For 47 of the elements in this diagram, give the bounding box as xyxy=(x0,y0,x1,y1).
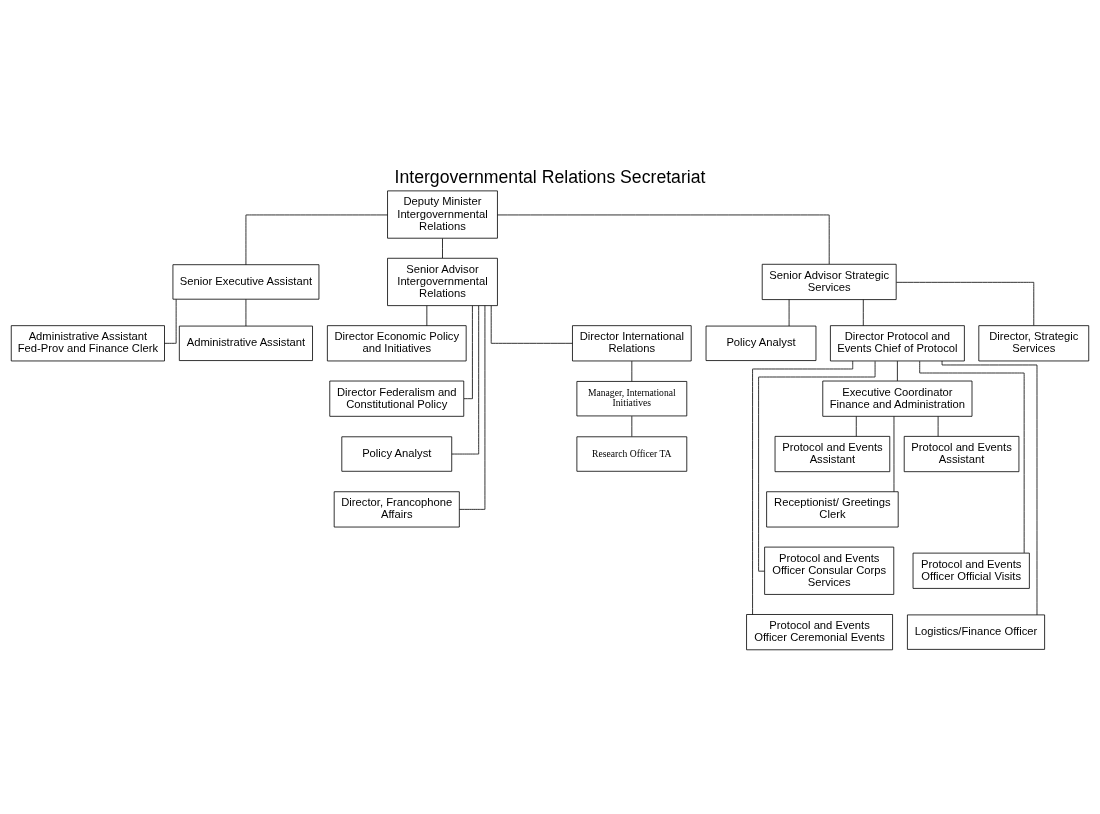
node-box: Protocol and Events Assistant xyxy=(903,435,1020,472)
connector xyxy=(442,237,443,258)
node-box: Policy Analyst xyxy=(341,435,453,472)
connector xyxy=(463,304,473,399)
node-box: Senior Advisor Intergovernmental Relations xyxy=(387,257,498,306)
node-box: Logistics/Finance Officer xyxy=(907,614,1045,650)
connector xyxy=(893,415,895,492)
connector xyxy=(788,298,790,326)
node-box: Deputy Minister Intergovernmental Relations xyxy=(387,190,498,239)
connector xyxy=(245,298,247,326)
node-box: Director Protocol and Events Chief of Protocol xyxy=(830,324,965,361)
node-box: Director, Strategic Services xyxy=(978,324,1090,361)
connector xyxy=(919,360,1025,553)
node-box: Manager, International Initiatives xyxy=(576,380,688,416)
node-box: Executive Coordinator Finance and Administration xyxy=(822,380,973,417)
connector xyxy=(897,360,898,381)
node-box: Protocol and Events Officer Consular Corps Services xyxy=(764,546,895,595)
node-box: Director Federalism and Constitutional Policy xyxy=(329,380,465,417)
node-box: Director Economic Policy and Initiatives xyxy=(326,324,467,361)
connector xyxy=(896,281,1035,326)
node-box: Protocol and Events Officer Ceremonial Events xyxy=(746,613,893,650)
connector xyxy=(490,304,573,344)
node-box: Senior Advisor Strategic Services xyxy=(761,263,897,300)
connector xyxy=(426,304,428,326)
node-box: Policy Analyst xyxy=(705,325,817,361)
connector xyxy=(459,304,486,510)
connector xyxy=(941,360,1038,615)
node-box: Director, Francophone Affairs xyxy=(333,490,460,527)
connector xyxy=(937,415,939,437)
node-box: Administrative Assistant xyxy=(178,325,313,361)
node-box: Research Officer TA xyxy=(576,435,688,472)
connector xyxy=(451,304,480,454)
connector xyxy=(758,360,876,572)
node-box: Senior Executive Assistant xyxy=(172,263,320,300)
connector xyxy=(245,214,388,265)
connector xyxy=(631,360,633,382)
node-box: Protocol and Events Officer Official Visits xyxy=(912,552,1030,589)
connector xyxy=(752,360,854,615)
connector xyxy=(855,415,857,437)
diagram-title: Intergovernmental Relations Secretariat xyxy=(394,166,706,187)
node-box: Protocol and Events Assistant xyxy=(774,435,891,472)
connector xyxy=(497,214,830,264)
connector xyxy=(862,298,864,326)
node-box: Director International Relations xyxy=(572,324,692,361)
node-box: Receptionist/ Greetings Clerk xyxy=(766,490,899,527)
node-box: Administrative Assistant Fed-Prov and Finance Clerk xyxy=(10,324,165,361)
connector xyxy=(631,415,633,437)
